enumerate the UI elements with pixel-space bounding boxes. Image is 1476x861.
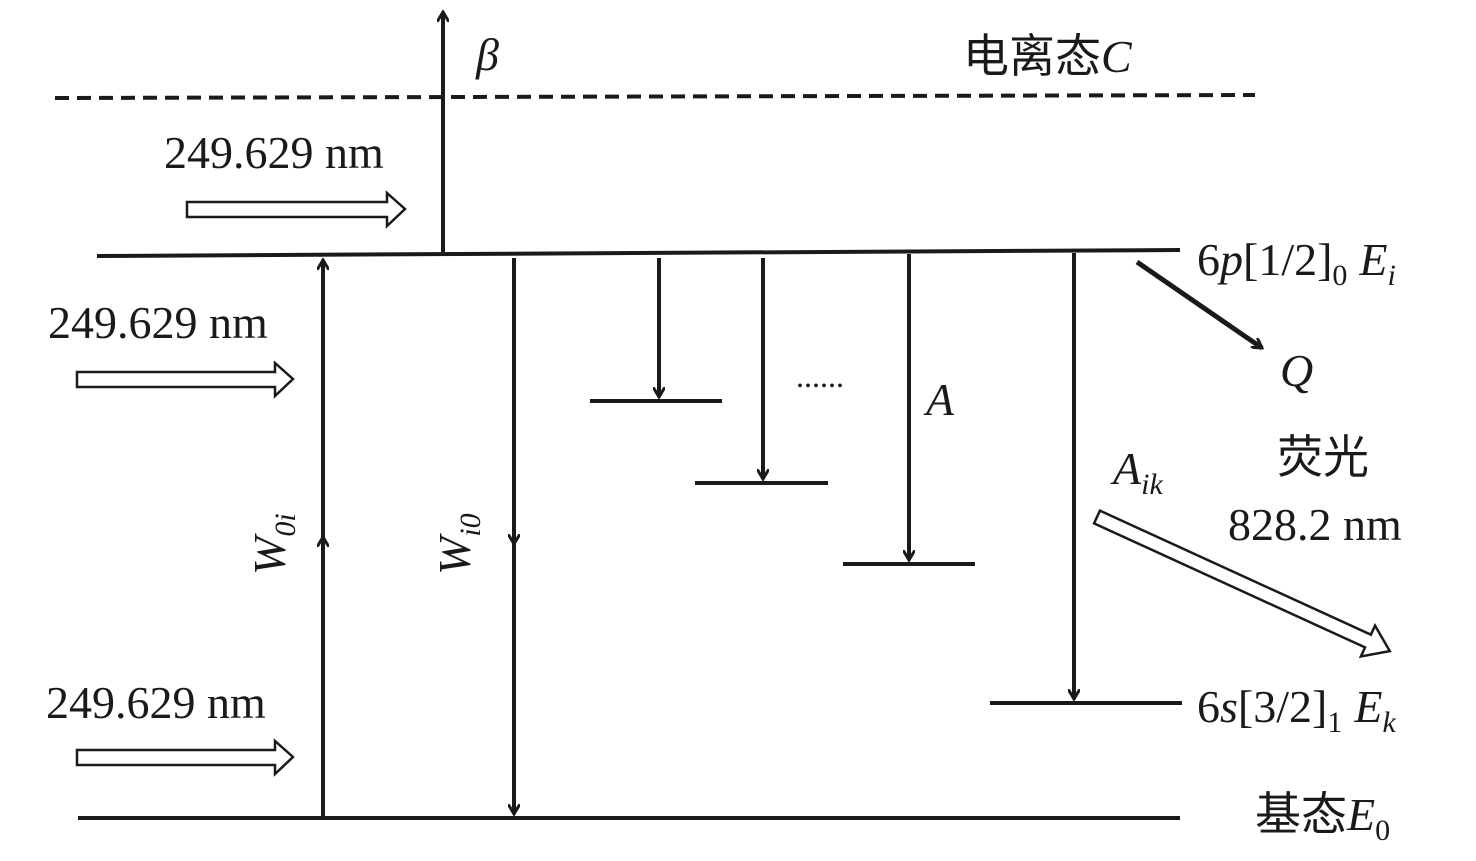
- beta-label: β: [475, 29, 499, 80]
- a-label: A: [923, 374, 955, 425]
- ground-state-label: 基态E0: [1255, 789, 1390, 847]
- excited-level-line: [96, 248, 1181, 258]
- laser-arrow-top: [185, 190, 407, 229]
- laser-wavelength-top: 249.629 nm: [164, 127, 384, 178]
- laser-wavelength-middle: 249.629 nm: [48, 297, 268, 348]
- ionization-level-line: [54, 93, 1256, 100]
- laser-arrow-middle: [75, 360, 295, 399]
- wi0-label: Wi0: [429, 513, 487, 575]
- dots-label: ......: [796, 358, 844, 394]
- w0i-label: W0i: [244, 513, 302, 575]
- quench-arrow: [1135, 259, 1262, 351]
- aik-label: Aik: [1110, 443, 1163, 501]
- quench-label: Q: [1280, 345, 1313, 396]
- fluorescence-wavelength-label: 828.2 nm: [1228, 499, 1402, 550]
- ionization-state-label: 电离态C: [963, 31, 1133, 82]
- fluorescence-label: 荧光: [1277, 432, 1369, 483]
- laser-arrow-bottom: [75, 738, 295, 777]
- laser-wavelength-bottom: 249.629 nm: [46, 677, 266, 728]
- fluorescence-arrow: [1092, 508, 1392, 659]
